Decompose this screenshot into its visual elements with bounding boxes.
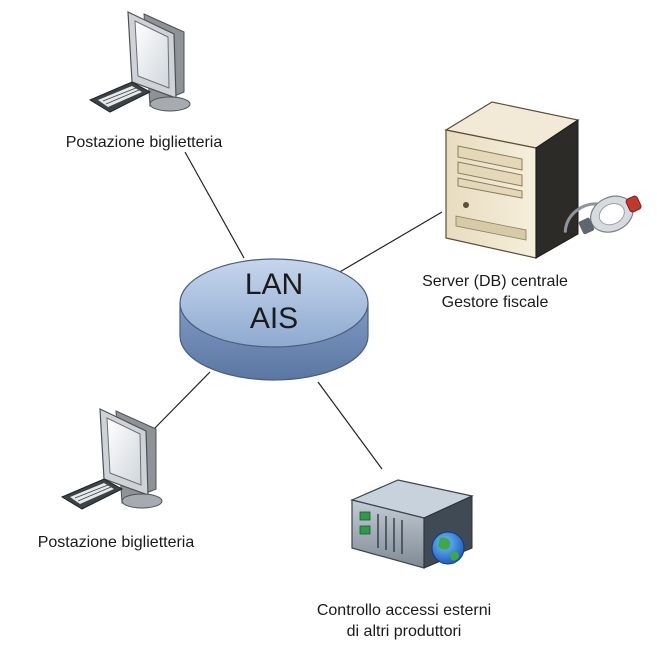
server-label: Server (DB) centrale Gestore fiscale [390, 271, 600, 313]
hub-label-line2: AIS [249, 302, 299, 335]
workstation-bottom-label: Postazione biglietteria [37, 534, 195, 551]
workstation-top-label: Postazione biglietteria [65, 134, 223, 151]
workstation-bottom-icon [60, 408, 163, 510]
hub-label-line1: LAN [244, 268, 304, 301]
link-workstation-top [184, 151, 245, 259]
server-label-line2: Gestore fiscale [441, 294, 549, 311]
access-control-label-line2: di altri produttori [346, 623, 462, 640]
link-server [337, 211, 443, 274]
access-control-label: Controllo accessi esterni di altri produ… [282, 600, 526, 642]
access-control-label-line1: Controllo accessi esterni [316, 602, 492, 619]
tower-server-icon [444, 101, 580, 259]
link-access-control [317, 381, 383, 470]
hub-label: LAN AIS [224, 268, 324, 336]
fiscal-device-icon [563, 195, 642, 235]
server-label-line1: Server (DB) centrale [422, 273, 568, 290]
globe-icon [431, 531, 465, 565]
connections [152, 151, 443, 470]
lan-hub [179, 258, 369, 381]
workstation-top-icon [88, 11, 191, 113]
link-workstation-bottom [152, 371, 211, 431]
